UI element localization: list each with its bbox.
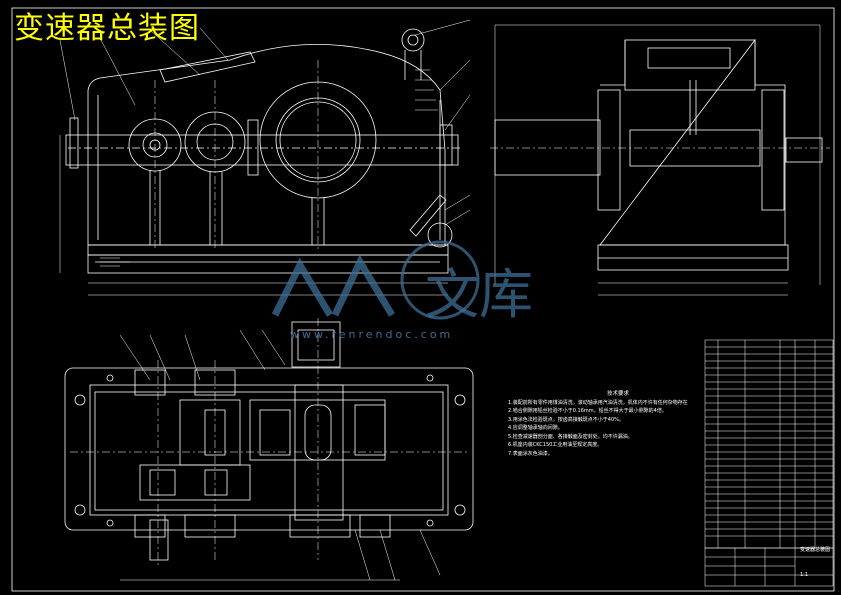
drawing-frame bbox=[11, 7, 835, 592]
side-view bbox=[490, 24, 830, 296]
watermark-glyph: 文库 bbox=[425, 263, 533, 326]
drawing-title: 变速器总装图 bbox=[14, 11, 200, 46]
technical-requirements-heading: 技术要求 bbox=[606, 391, 629, 397]
requirement-item: 7.表面涂灰色油漆。 bbox=[508, 450, 553, 457]
requirement-item: 3.用涂色法检验斑点，按齿高接触斑点不小于40%。 bbox=[508, 416, 624, 423]
technical-requirements: 技术要求 1.装配前所有零件用煤油清洗，滚动轴承用汽油清洗，机体内不许有任何杂物… bbox=[508, 390, 688, 458]
parts-list bbox=[704, 339, 834, 549]
title-block bbox=[704, 547, 834, 587]
title-block-scale: 1:1 bbox=[800, 572, 809, 578]
title-block-drawing-name: 变速器总装图 bbox=[800, 547, 831, 553]
requirement-item: 1.装配前所有零件用煤油清洗，滚动轴承用汽油清洗，机体内不许有任何杂物存在。 bbox=[508, 399, 688, 406]
watermark-logo bbox=[271, 240, 480, 320]
requirement-item: 4.应调整轴承轴向间隙。 bbox=[508, 425, 563, 431]
requirement-item: 6.机座内装CKC150工业用油至规定高度。 bbox=[508, 442, 603, 448]
requirement-item: 2.啮合侧隙用铅丝检验不小于0.16mm，铅丝不得大于最小侧隙的4倍。 bbox=[508, 408, 667, 414]
requirement-item: 5.检查减速器剖分面、各接触面及密封处，均不许漏油。 bbox=[508, 433, 633, 440]
front-view bbox=[59, 19, 471, 296]
watermark-url: www.renrendoc.com bbox=[290, 328, 454, 341]
top-view bbox=[64, 318, 474, 581]
